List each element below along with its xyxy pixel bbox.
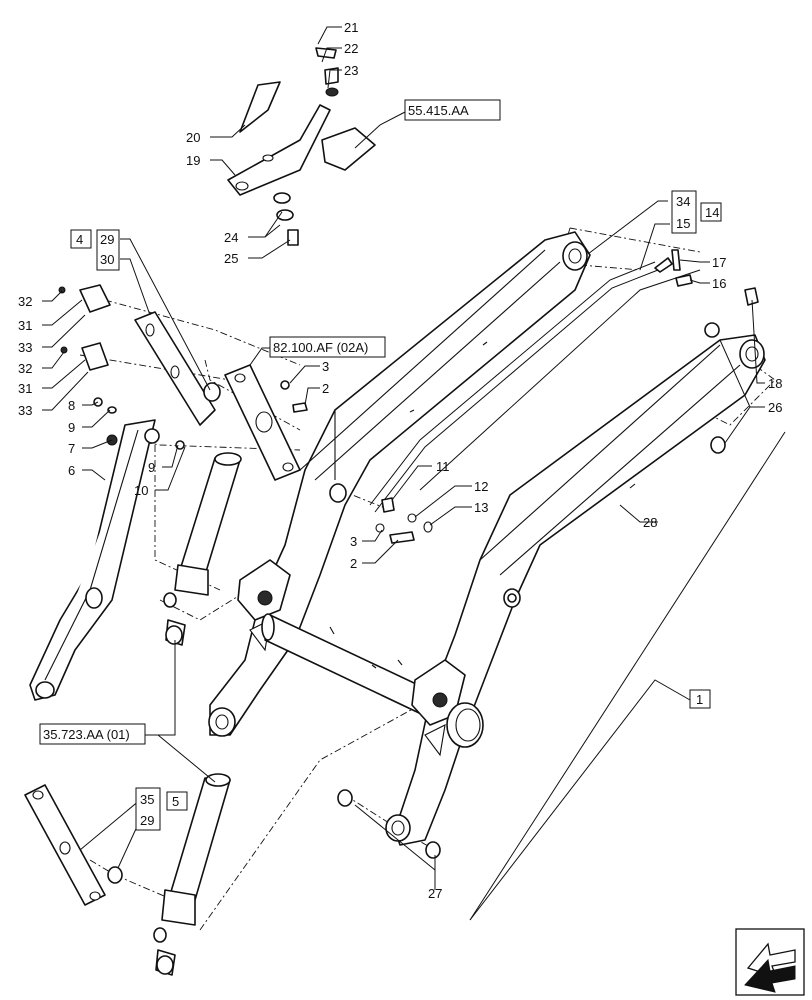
small-hardware xyxy=(337,249,759,859)
callout-33-lower: 33 xyxy=(18,403,32,418)
callout-15: 15 xyxy=(676,216,690,231)
reference-box-82-100 xyxy=(269,336,386,358)
callout-box-35-29 xyxy=(135,787,161,831)
callout-box-34-15 xyxy=(671,190,697,234)
callout-22: 22 xyxy=(344,41,358,56)
page-navigation-arrow-icon[interactable] xyxy=(735,928,805,996)
ref-35-723-aa: 35.723.AA (01) xyxy=(43,727,130,742)
callout-29-top: 29 xyxy=(100,232,114,247)
callout-23: 23 xyxy=(344,63,358,78)
callout-17: 17 xyxy=(712,255,726,270)
callout-1: 1 xyxy=(696,692,703,707)
callout-6: 6 xyxy=(68,463,75,478)
callout-28: 28 xyxy=(643,515,657,530)
boxed-callouts xyxy=(39,99,722,831)
callout-8: 8 xyxy=(68,398,75,413)
callout-11: 11 xyxy=(436,459,450,474)
callout-2-upper: 2 xyxy=(322,381,329,396)
ref-82-100-af: 82.100.AF (02A) xyxy=(273,340,368,355)
plate-and-bush-lower xyxy=(24,784,123,906)
callout-9-right: 9 xyxy=(148,460,155,475)
ref-55-415-aa: 55.415.AA xyxy=(408,103,469,118)
callout-34: 34 xyxy=(676,194,690,209)
hydraulic-cylinder-upper xyxy=(163,452,242,646)
callout-2-lower: 2 xyxy=(350,556,357,571)
callout-18: 18 xyxy=(768,376,782,391)
callout-25: 25 xyxy=(224,251,238,266)
callout-3-lower: 3 xyxy=(350,534,357,549)
callout-9-left: 9 xyxy=(68,420,75,435)
callout-4: 4 xyxy=(76,232,83,247)
callout-33-upper: 33 xyxy=(18,340,32,355)
callout-31-lower: 31 xyxy=(18,381,32,396)
callout-13: 13 xyxy=(474,500,488,515)
callout-box-5 xyxy=(166,791,188,811)
callout-box-29-30 xyxy=(96,229,120,271)
callout-3-upper: 3 xyxy=(322,359,329,374)
callout-29-bottom: 29 xyxy=(140,813,154,828)
boom-arm-left xyxy=(208,231,591,737)
callout-21: 21 xyxy=(344,20,358,35)
callout-12: 12 xyxy=(474,479,488,494)
callout-32-lower: 32 xyxy=(18,361,32,376)
callout-19: 19 xyxy=(186,153,200,168)
callout-16: 16 xyxy=(712,276,726,291)
pins-and-plates xyxy=(58,284,221,426)
hydraulic-cylinder-lower xyxy=(153,773,231,976)
callout-7: 7 xyxy=(68,441,75,456)
lever-link xyxy=(29,419,185,701)
callout-20: 20 xyxy=(186,130,200,145)
callout-35: 35 xyxy=(140,792,154,807)
callout-32-upper: 32 xyxy=(18,294,32,309)
bracket-assembly xyxy=(227,47,376,246)
callout-26: 26 xyxy=(768,400,782,415)
mounting-plate xyxy=(224,364,308,481)
callout-box-14 xyxy=(700,202,722,222)
reference-box-55-415 xyxy=(404,99,501,121)
callout-box-1 xyxy=(689,689,711,709)
callout-24: 24 xyxy=(224,230,238,245)
callout-14: 14 xyxy=(705,205,719,220)
callout-box-4 xyxy=(70,229,92,249)
callout-5: 5 xyxy=(172,794,179,809)
callout-30: 30 xyxy=(100,252,114,267)
callout-10: 10 xyxy=(134,483,148,498)
boom-arm-right xyxy=(385,334,766,846)
callout-27: 27 xyxy=(428,886,442,901)
callout-numbers: 21 22 23 20 19 24 25 55.415.AA 4 29 30 3… xyxy=(18,20,782,901)
reference-box-35-723 xyxy=(39,723,146,745)
callout-31-upper: 31 xyxy=(18,318,32,333)
